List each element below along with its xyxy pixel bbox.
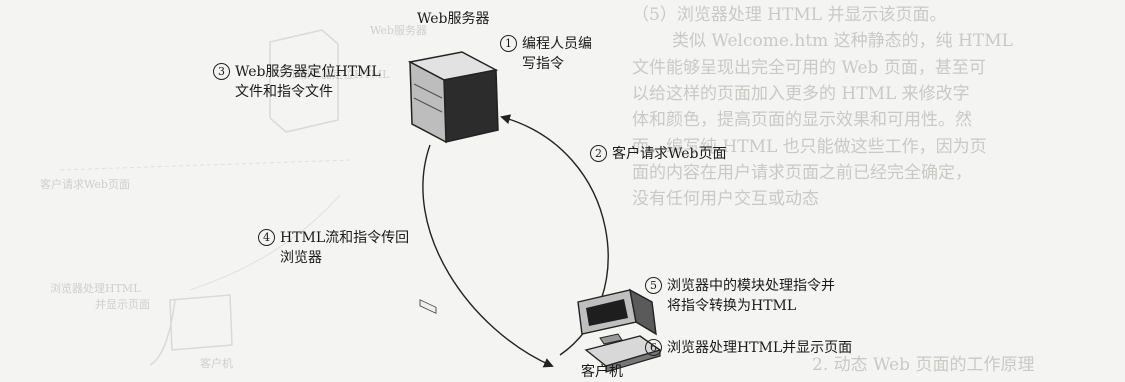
response-arrow (422, 144, 554, 368)
step-text: 浏览器中的模块处理指令并 (667, 278, 835, 294)
bleed-through-drawings (59, 29, 351, 366)
bleed-ghost-label: Web服务器 (370, 24, 427, 37)
bleed-ghost-label: 并显示页面 (95, 298, 150, 311)
step-5-annotation: 5 浏览器中的模块处理指令并 将指令转换为HTML (645, 276, 835, 316)
step-3-annotation: 3 Web服务器定位HTML 文件和指令文件 (213, 62, 381, 102)
step-number: 1 (500, 35, 517, 52)
client-label: 客户机 (581, 364, 623, 380)
server-icon (407, 51, 499, 314)
step-text: 文件和指令文件 (235, 84, 333, 100)
bleed-ghost-label: 客户机 (200, 357, 233, 370)
step-text: 浏览器处理HTML并显示页面 (667, 340, 853, 356)
bleed-through-heading: 2. 动态 Web 页面的工作原理 (812, 355, 1035, 375)
step-text: 浏览器 (280, 250, 322, 266)
step-6-annotation: 6 浏览器处理HTML并显示页面 (645, 338, 852, 358)
step-text: HTML流和指令传回 (280, 230, 410, 246)
server-label: Web服务器 (417, 11, 490, 27)
step-number: 3 (213, 63, 230, 80)
step-text: 写指令 (522, 56, 564, 72)
bleed-through-text: （5）浏览器处理 HTML 并显示该页面。 类似 Welcome.htm 这种静… (632, 5, 1013, 210)
step-text: 编程人员编 (522, 36, 592, 52)
bleed-ghost-label: 客户请求Web页面 (40, 178, 130, 191)
step-2-annotation: 2 客户请求Web页面 (590, 144, 727, 164)
step-number: 5 (645, 277, 662, 294)
client-computer-icon (577, 288, 662, 373)
step-text: Web服务器定位HTML (235, 64, 381, 80)
step-number: 2 (590, 145, 607, 162)
step-4-annotation: 4 HTML流和指令传回 浏览器 (258, 228, 409, 268)
step-number: 6 (645, 339, 662, 356)
step-text: 客户请求Web页面 (612, 146, 727, 162)
step-1-annotation: 1 编程人员编 写指令 (500, 34, 592, 74)
step-text: 将指令转换为HTML (667, 298, 797, 314)
bleed-ghost-label: 浏览器处理HTML (50, 282, 141, 295)
step-number: 4 (258, 229, 275, 246)
bleed-ghost-label: Web服务器定位HTML (275, 68, 390, 81)
